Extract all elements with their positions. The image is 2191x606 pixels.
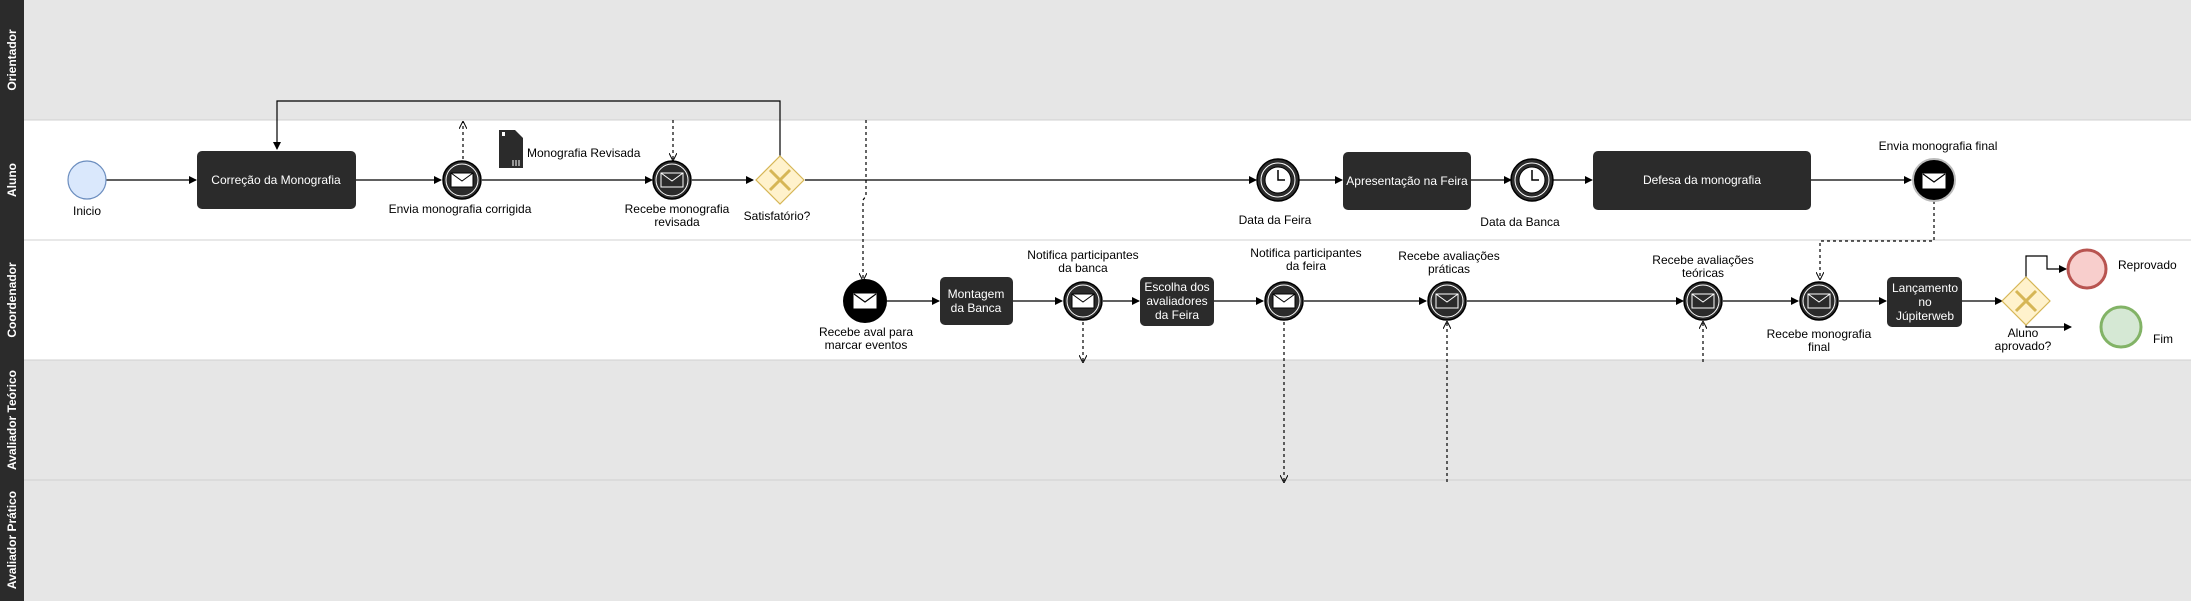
envelope-icon [1272, 293, 1296, 309]
task-label-defesa: Defesa da monografia [1643, 173, 1761, 187]
message-end-event-envia-final[interactable] [1912, 158, 1956, 202]
data-object-monografia-revisada[interactable] [499, 130, 523, 168]
task-label-montagem-2: da Banca [951, 301, 1002, 315]
timer-event-data-banca[interactable] [1510, 158, 1554, 202]
label-recebe-final-2: final [1808, 340, 1830, 354]
message-event-recebe-teoricas[interactable] [1683, 281, 1723, 321]
envelope-icon [1691, 293, 1715, 309]
label-inicio: Inicio [73, 204, 101, 218]
label-recebe-praticas-1: Recebe avaliações [1398, 249, 1499, 263]
label-data-banca: Data da Banca [1480, 215, 1560, 229]
label-recebe-revisada-2: revisada [654, 215, 700, 229]
lane-avaliador-pratico: Avaliador Prático [0, 480, 2191, 601]
message-event-notifica-banca[interactable] [1063, 281, 1103, 321]
message-flows [463, 120, 1935, 482]
label-aluno-aprovado-1: Aluno [2008, 326, 2039, 340]
lane-label-orientador: Orientador [5, 29, 19, 91]
task-label-lancamento-3: Júpiterweb [1896, 309, 1954, 323]
task-label-lancamento-2: no [1918, 295, 1932, 309]
task-label-apresentacao: Apresentação na Feira [1346, 174, 1468, 188]
clock-icon [1264, 166, 1292, 194]
message-event-notifica-feira[interactable] [1264, 281, 1304, 321]
task-defesa-da-monografia[interactable]: Defesa da monografia [1593, 151, 1811, 210]
sequence-flows [106, 100, 2072, 331]
task-apresentacao-na-feira[interactable]: Apresentação na Feira [1343, 152, 1471, 210]
label-notifica-feira-1: Notifica participantes [1250, 246, 1361, 260]
timer-event-data-feira[interactable] [1256, 158, 1300, 202]
task-label-escolha-2: avaliadores [1146, 294, 1207, 308]
gateway-aluno-aprovado[interactable] [2001, 276, 2051, 326]
message-event-recebe-praticas[interactable] [1427, 281, 1467, 321]
task-escolha-dos-avaliadores[interactable]: Escolha dos avaliadores da Feira [1140, 277, 1214, 326]
envelope-icon [1071, 293, 1095, 309]
label-reprovado: Reprovado [2118, 258, 2177, 272]
lane-label-aluno: Aluno [5, 163, 19, 197]
task-montagem-da-banca[interactable]: Montagem da Banca [940, 277, 1013, 325]
start-event-inicio[interactable] [67, 160, 107, 200]
envelope-icon [1435, 293, 1459, 309]
label-recebe-teoricas-1: Recebe avaliações [1652, 253, 1753, 267]
envelope-icon [660, 172, 684, 188]
label-recebe-aval-2: marcar eventos [825, 338, 908, 352]
label-satisfatorio: Satisfatório? [744, 209, 811, 223]
envelope-icon [853, 293, 877, 309]
lane-orientador: Orientador [0, 0, 2191, 120]
envelope-icon [450, 172, 474, 188]
label-recebe-final-1: Recebe monografia [1767, 327, 1872, 341]
label-envia-final: Envia monografia final [1879, 139, 1998, 153]
end-event-fim[interactable] [2099, 305, 2143, 349]
label-data-object: Monografia Revisada [527, 146, 641, 160]
task-lancamento-jupiterweb[interactable]: Lançamento no Júpiterweb [1887, 277, 1962, 327]
lane-label-avaliador-pratico: Avaliador Prático [5, 491, 19, 589]
task-label-correcao: Correção da Monografia [211, 173, 341, 187]
task-label-montagem-1: Montagem [948, 287, 1005, 301]
lane-label-coordenador: Coordenador [5, 262, 19, 338]
task-label-lancamento-1: Lançamento [1892, 281, 1958, 295]
message-start-event-recebe-aval[interactable] [843, 279, 887, 323]
message-event-envia-corrigida[interactable] [442, 160, 482, 200]
message-event-recebe-final[interactable] [1799, 281, 1839, 321]
lane-avaliador-teorico: Avaliador Teórico [0, 360, 2191, 480]
message-event-recebe-revisada[interactable] [652, 160, 692, 200]
envelope-icon [1922, 173, 1946, 189]
lane-label-avaliador-teorico: Avaliador Teórico [5, 370, 19, 470]
label-recebe-revisada-1: Recebe monografia [625, 202, 730, 216]
label-notifica-banca-1: Notifica participantes [1027, 248, 1138, 262]
task-label-escolha-1: Escolha dos [1144, 280, 1209, 294]
task-label-escolha-3: da Feira [1155, 308, 1199, 322]
task-correcao-da-monografia[interactable]: Correção da Monografia [197, 151, 356, 209]
label-aluno-aprovado-2: aprovado? [1995, 339, 2052, 353]
gateway-satisfatorio[interactable] [755, 155, 805, 205]
label-notifica-feira-2: da feira [1286, 259, 1326, 273]
label-fim: Fim [2153, 332, 2173, 346]
label-data-feira: Data da Feira [1239, 213, 1312, 227]
clock-icon [1518, 166, 1546, 194]
label-recebe-praticas-2: práticas [1428, 262, 1470, 276]
envelope-icon [1807, 293, 1831, 309]
label-recebe-teoricas-2: teóricas [1682, 266, 1724, 280]
label-notifica-banca-2: da banca [1058, 261, 1108, 275]
end-event-reprovado[interactable] [2066, 248, 2108, 290]
label-recebe-aval-1: Recebe aval para [819, 325, 913, 339]
label-envia-corrigida: Envia monografia corrigida [389, 202, 532, 216]
